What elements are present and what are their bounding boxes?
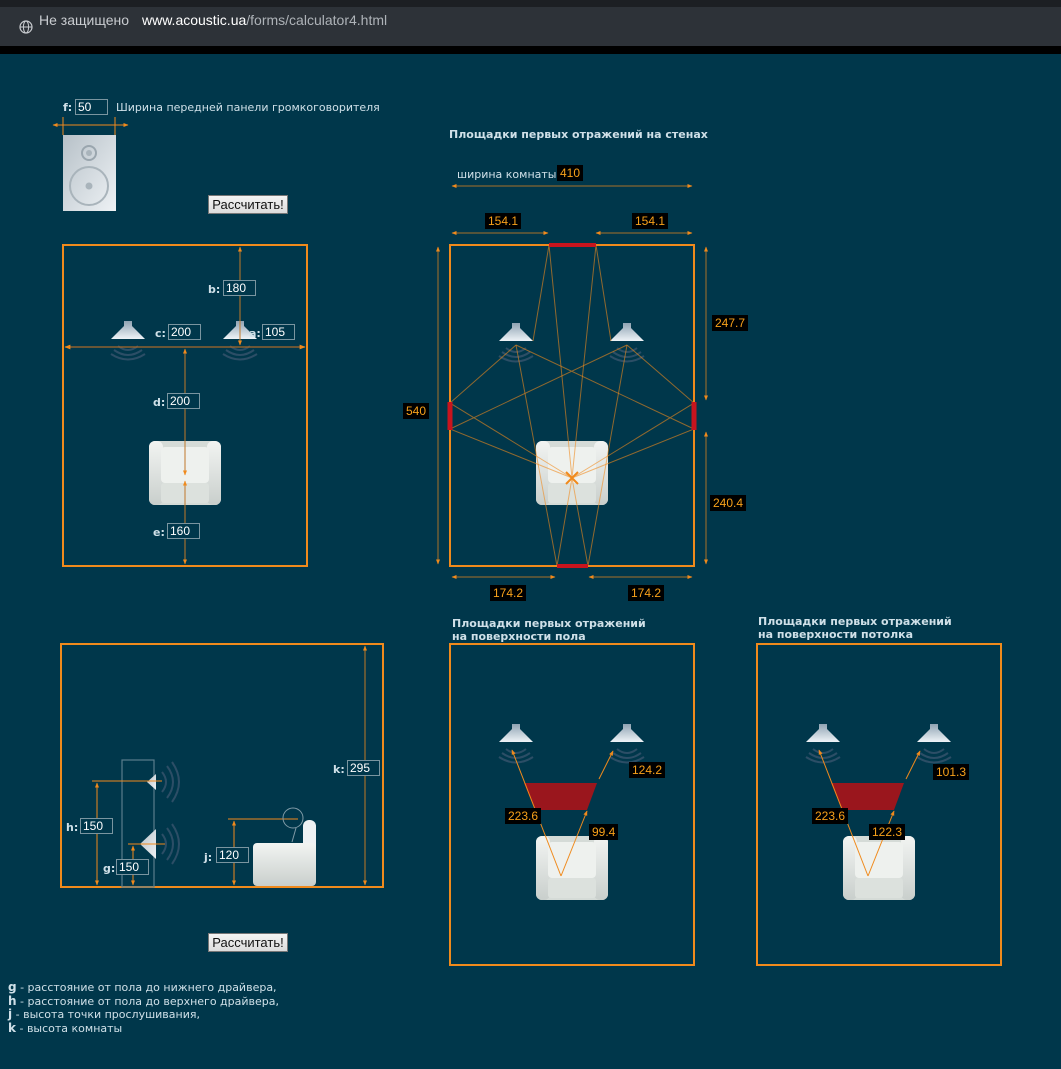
rear-right-distance: 174.2 [628, 585, 665, 601]
b-label: b: [208, 283, 221, 296]
floor-to-listener-distance: 99.4 [589, 824, 619, 840]
ceiling-to-speaker-distance: 101.3 [933, 764, 970, 780]
room-length-value: 540 [403, 403, 430, 419]
f-label: f: [63, 101, 73, 114]
g-label: g: [103, 862, 116, 875]
d-input[interactable]: 200 [167, 393, 200, 409]
a-input[interactable]: 105 [262, 324, 295, 340]
h-label: h: [66, 821, 79, 834]
d-label: d: [153, 396, 166, 409]
walls-title: Площадки первых отражений на стенах [449, 128, 708, 141]
speaker-width-input[interactable]: 50 [75, 99, 108, 115]
legend-item: h - расстояние от пола до верхнего драйв… [8, 993, 279, 1008]
floor-direct-distance: 223.6 [505, 808, 542, 824]
ceiling-title-line2: на поверхности потолка [758, 628, 914, 641]
e-label: e: [153, 526, 165, 539]
url-domain: www.acoustic.ua [142, 12, 247, 28]
a-label: a: [249, 327, 261, 340]
j-input[interactable]: 120 [216, 847, 249, 863]
c-label: c: [155, 327, 166, 340]
c-input[interactable]: 200 [168, 324, 201, 340]
browser-address-bar [0, 0, 1061, 46]
url-field[interactable]: www.acoustic.ua/forms/calculator4.html [142, 12, 387, 28]
legend-item: k - высота комнаты [8, 1020, 123, 1035]
e-input[interactable]: 160 [167, 523, 200, 539]
floor-title-line1: Площадки первых отражений [452, 617, 646, 630]
legend-item: j - высота точки прослушивания, [8, 1007, 200, 1021]
plan-room [62, 244, 308, 567]
front-right-distance: 154.1 [632, 213, 669, 229]
speaker-front-icon [52, 117, 129, 211]
j-label: j: [204, 851, 213, 864]
security-status[interactable]: Не защищено [39, 12, 129, 28]
globe-icon[interactable] [19, 20, 33, 34]
floor-title-line2: на поверхности пола [452, 630, 586, 643]
walls-room [436, 184, 708, 579]
divider [0, 46, 1061, 54]
calculate-button-top[interactable]: Рассчитать! [208, 195, 288, 214]
calculate-button-bottom[interactable]: Рассчитать! [208, 933, 288, 952]
speaker-width-description: Ширина передней панели громкоговорителя [116, 101, 380, 114]
front-left-distance: 154.1 [485, 213, 522, 229]
room-width-value: 410 [557, 165, 584, 181]
floor-to-speaker-distance: 124.2 [629, 762, 666, 778]
ceiling-room [756, 643, 1002, 966]
legend: g - расстояние от пола до нижнего драйве… [8, 980, 279, 1035]
g-input[interactable]: 150 [116, 859, 149, 875]
url-path: /forms/calculator4.html [246, 12, 388, 28]
ceiling-direct-distance: 223.6 [812, 808, 849, 824]
k-input[interactable]: 295 [347, 760, 380, 776]
legend-item: g - расстояние от пола до нижнего драйве… [8, 980, 277, 994]
right-upper-distance: 247.7 [712, 315, 749, 331]
ceiling-title-line1: Площадки первых отражений [758, 615, 952, 628]
rear-left-distance: 174.2 [490, 585, 527, 601]
h-input[interactable]: 150 [80, 818, 113, 834]
b-input[interactable]: 180 [223, 280, 256, 296]
k-label: k: [333, 763, 345, 776]
ceiling-to-listener-distance: 122.3 [869, 824, 906, 840]
right-lower-distance: 240.4 [710, 495, 747, 511]
floor-room [449, 643, 695, 966]
room-width-label: ширина комнаты: [457, 168, 561, 181]
